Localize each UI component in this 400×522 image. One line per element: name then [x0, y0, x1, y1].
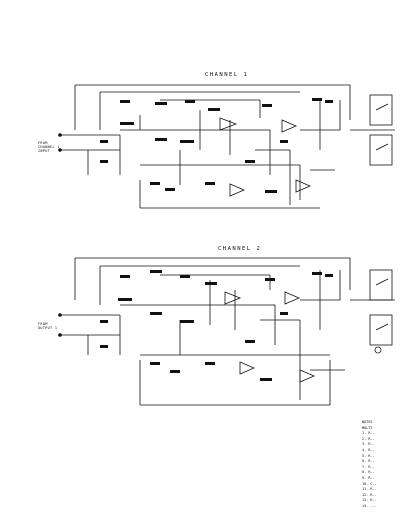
input-1-label: FROM CHANNEL 1 INPUT — [38, 141, 60, 153]
channel-2-circuit — [60, 257, 395, 406]
notes-heading: NOTES — [362, 420, 373, 424]
input-2-label: FROM OUTPUT 1 — [38, 322, 58, 330]
notes-block: NOTES MULTI 1. R.. 2. R.. 3. R.. 4. R.. … — [362, 420, 398, 510]
channel-2-title: CHANNEL 2 — [218, 246, 262, 252]
channel-2-components — [58, 270, 333, 381]
channel-1-title: CHANNEL 1 — [205, 72, 249, 78]
channel-1-circuit — [60, 84, 395, 209]
channel-1-components — [58, 98, 333, 193]
